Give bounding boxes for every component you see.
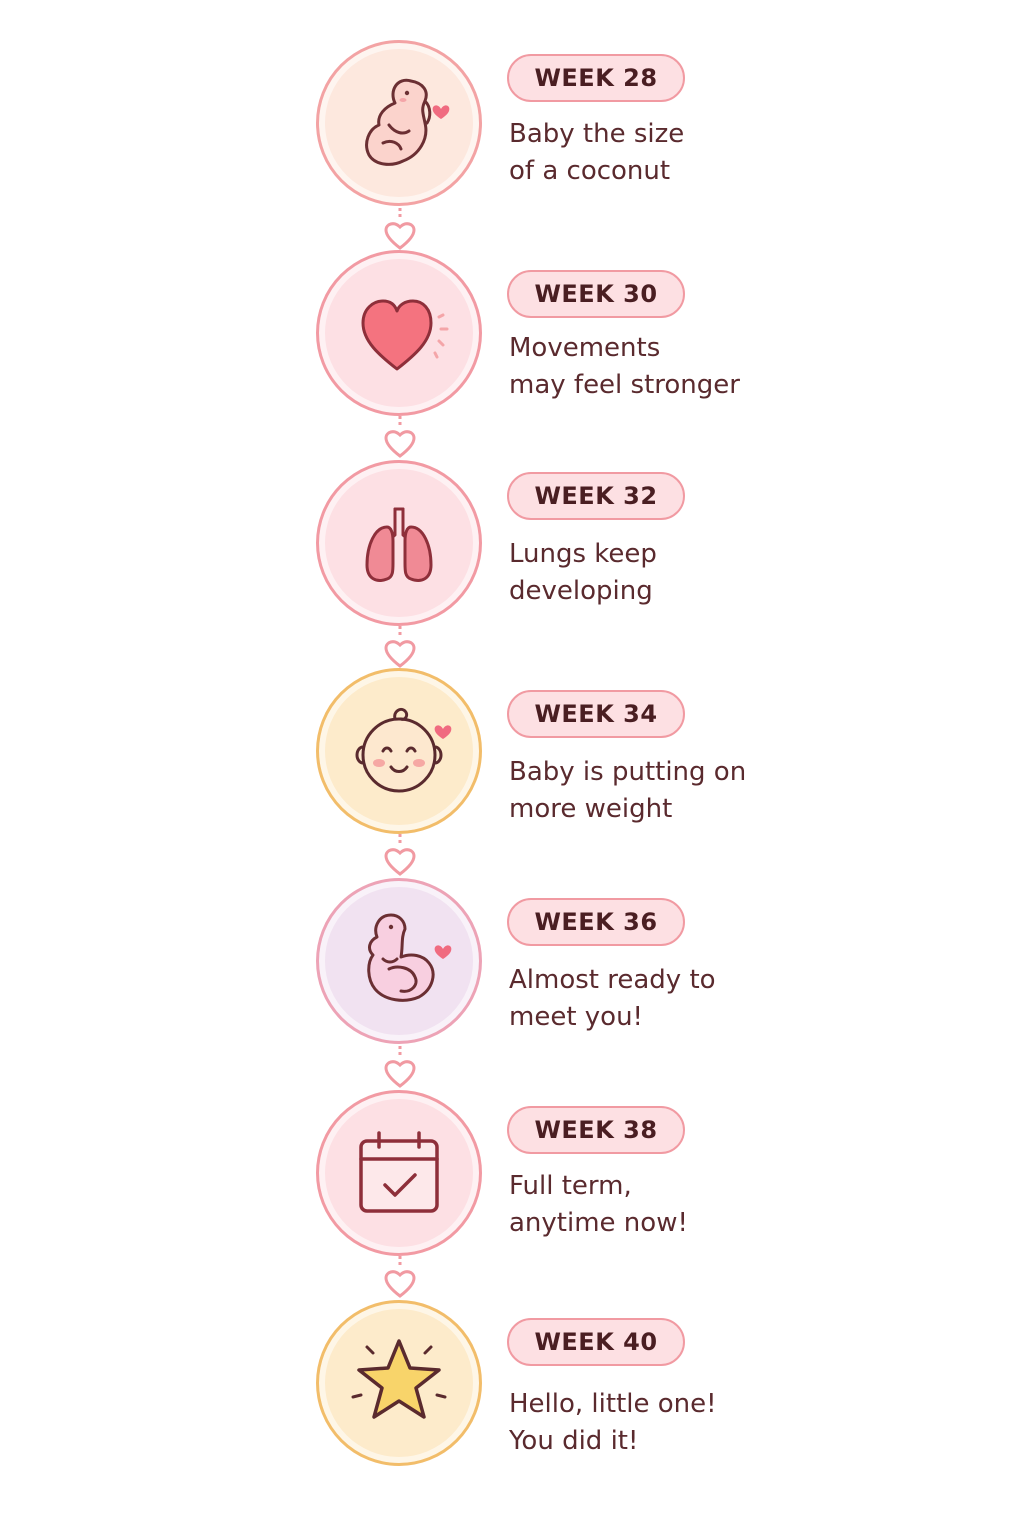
week-badge: WEEK 28 — [507, 54, 685, 102]
description-line-1: Lungs keep — [509, 539, 657, 569]
stage-description: Almost ready to meet you! — [509, 962, 809, 1036]
stage-circle — [316, 40, 482, 206]
week-badge: WEEK 34 — [507, 690, 685, 738]
timeline-stage-week-30: WEEK 30 Movements may feel stronger — [0, 250, 1024, 420]
stage-circle — [316, 460, 482, 626]
heart-connector — [384, 416, 416, 458]
week-badge: WEEK 32 — [507, 472, 685, 520]
heart-icon — [361, 299, 449, 371]
timeline-stage-week-28: WEEK 28 Baby the size of a coconut — [0, 40, 1024, 210]
fetus-icon — [365, 78, 450, 166]
description-line-1: Full term, — [509, 1171, 632, 1201]
description-line-2: of a coconut — [509, 156, 671, 186]
heart-connector — [384, 626, 416, 668]
stage-circle — [316, 1300, 482, 1466]
description-line-2: meet you! — [509, 1002, 643, 1032]
timeline-stage-week-36: WEEK 36 Almost ready to meet you! — [0, 878, 1024, 1048]
week-badge: WEEK 36 — [507, 898, 685, 946]
description-line-1: Almost ready to — [509, 965, 716, 995]
stage-description: Lungs keep developing — [509, 536, 809, 610]
description-line-1: Hello, little one! — [509, 1389, 717, 1419]
stage-description: Full term, anytime now! — [509, 1168, 809, 1242]
stage-description: Baby the size of a coconut — [509, 116, 809, 190]
description-line-1: Movements — [509, 333, 661, 363]
stage-circle — [316, 250, 482, 416]
heart-connector — [384, 1256, 416, 1298]
description-line-1: Baby the size — [509, 119, 685, 149]
week-badge: WEEK 40 — [507, 1318, 685, 1366]
description-line-2: more weight — [509, 794, 673, 824]
heart-connector — [384, 208, 416, 250]
stage-description: Hello, little one! You did it! — [509, 1386, 809, 1460]
stage-description: Baby is putting on more weight — [509, 754, 809, 828]
description-line-2: may feel stronger — [509, 370, 740, 400]
stage-description: Movements may feel stronger — [509, 330, 809, 404]
stage-circle — [316, 668, 482, 834]
description-line-2: developing — [509, 576, 653, 606]
stage-circle — [316, 878, 482, 1044]
heart-connector — [384, 834, 416, 876]
description-line-1: Baby is putting on — [509, 757, 747, 787]
timeline-stage-week-40: WEEK 40 Hello, little one! You did it! — [0, 1300, 1024, 1470]
curled-baby-icon — [367, 913, 452, 1002]
week-badge: WEEK 30 — [507, 270, 685, 318]
description-line-2: anytime now! — [509, 1208, 688, 1238]
timeline-stage-week-38: WEEK 38 Full term, anytime now! — [0, 1090, 1024, 1260]
star-icon — [351, 1339, 447, 1419]
calendar-check-icon — [359, 1131, 439, 1213]
timeline-stage-week-34: WEEK 34 Baby is putting on more weight — [0, 668, 1024, 838]
baby-face-icon — [355, 707, 452, 793]
heart-connector — [384, 1046, 416, 1088]
stage-circle — [316, 1090, 482, 1256]
week-badge: WEEK 38 — [507, 1106, 685, 1154]
timeline-stage-week-32: WEEK 32 Lungs keep developing — [0, 460, 1024, 630]
lungs-icon — [365, 507, 433, 582]
description-line-2: You did it! — [509, 1426, 639, 1456]
